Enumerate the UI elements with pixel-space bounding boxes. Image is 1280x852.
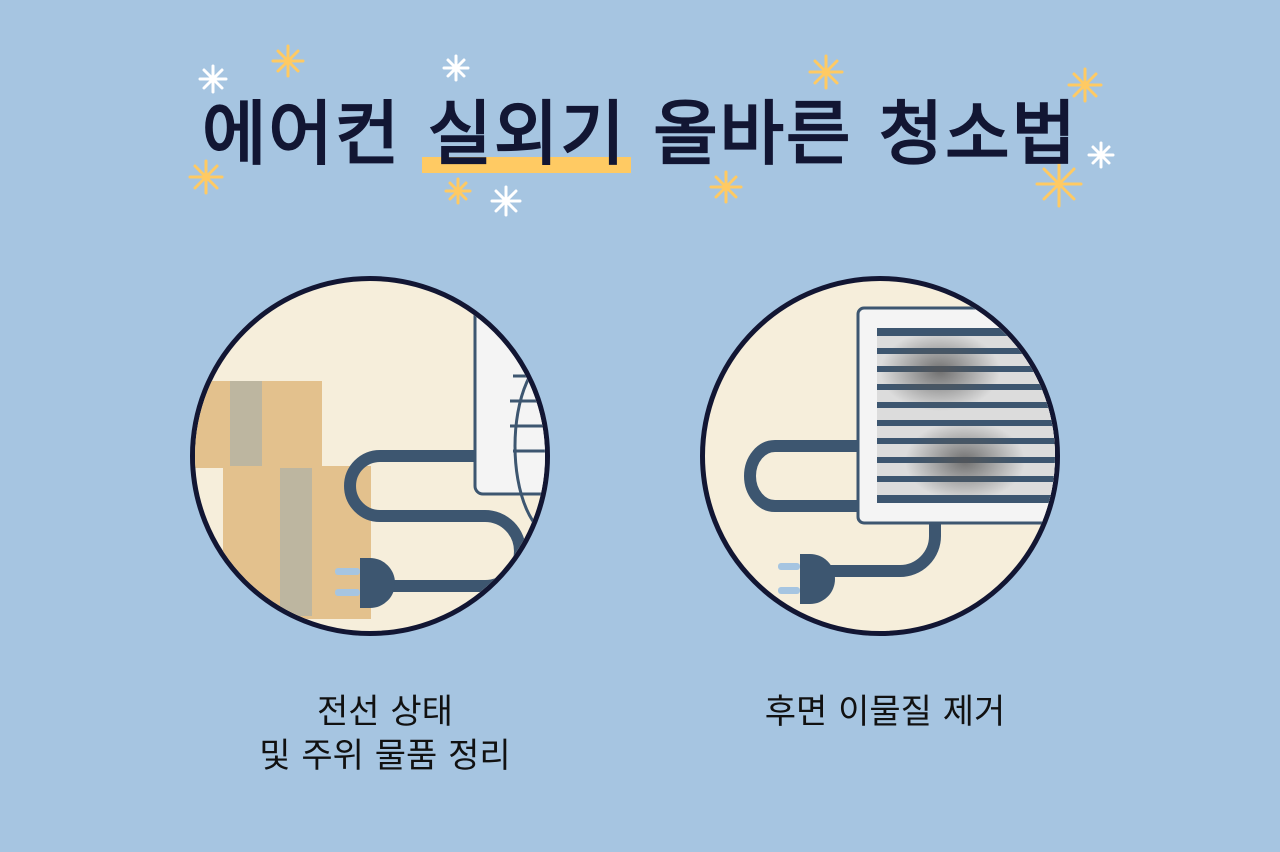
step1-caption: 전선 상태 및 주위 물품 정리 [190,690,580,778]
step2-illustration [700,276,1060,636]
step2-caption-line1: 후면 이물질 제거 [764,692,1006,732]
step2-caption: 후면 이물질 제거 [690,690,1080,734]
step1-caption-line2: 및 주위 물품 정리 [259,736,511,776]
title-part2: 올바른 청소법 [653,93,1078,175]
step1-caption-line1: 전선 상태 [317,692,453,732]
page-title: 에어컨 실외기 올바른 청소법 [0,78,1280,179]
title-highlight: 실외기 [421,78,631,179]
sparkle-icon [188,44,1115,217]
step1-illustration [190,276,550,636]
title-part1: 에어컨 [202,93,402,175]
highlight-bar [421,157,631,173]
